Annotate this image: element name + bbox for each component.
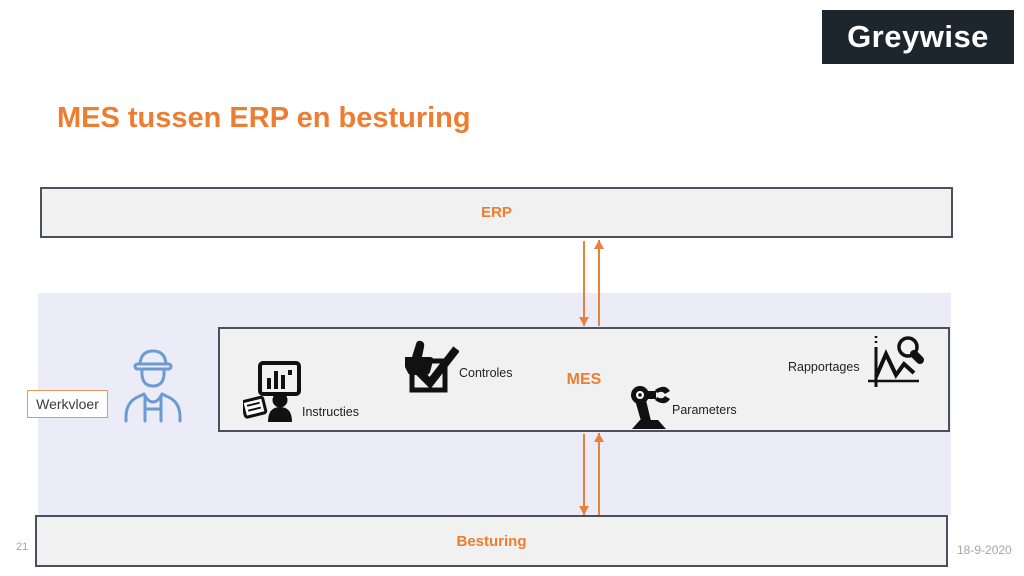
rapportages-label: Rapportages xyxy=(788,360,860,374)
chart-magnifier-icon xyxy=(868,336,924,387)
slide-date: 18-9-2020 xyxy=(957,543,1012,557)
thumbs-up-checkbox-icon xyxy=(405,340,459,393)
arrow-mes-to-besturing-icon xyxy=(578,434,589,515)
werkvloer-label: Werkvloer xyxy=(36,396,99,412)
construction-worker-icon xyxy=(124,349,182,423)
besturing-label: Besturing xyxy=(456,532,527,550)
greywise-logo: Greywise xyxy=(822,10,1014,64)
arrow-besturing-to-mes-icon xyxy=(593,433,604,515)
erp-box: ERP xyxy=(40,187,953,238)
besturing-box: Besturing xyxy=(35,515,948,567)
mes-box xyxy=(218,327,950,432)
arrow-mes-to-erp-icon xyxy=(593,240,604,326)
page-number: 21 xyxy=(16,541,29,553)
parameters-label: Parameters xyxy=(672,403,737,417)
controles-label: Controles xyxy=(459,366,513,380)
slide-title: MES tussen ERP en besturing xyxy=(57,102,471,134)
operator-computer-icon xyxy=(243,361,301,422)
robot-arm-icon xyxy=(631,386,670,429)
arrow-erp-to-mes-icon xyxy=(578,241,589,326)
mes-label: MES xyxy=(566,371,602,388)
erp-label: ERP xyxy=(481,204,512,221)
greywise-logo-text: Greywise xyxy=(847,19,989,54)
instructies-label: Instructies xyxy=(302,405,359,419)
werkvloer-tag: Werkvloer xyxy=(27,390,108,418)
